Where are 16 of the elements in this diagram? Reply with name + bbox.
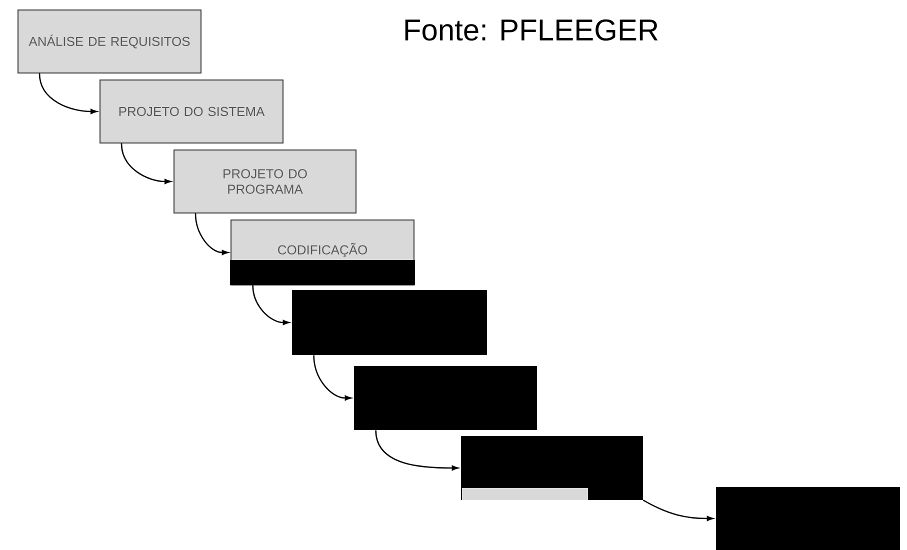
arrow [375,430,458,471]
arrow [642,500,714,522]
process-box: PROJETO DO PROGRAMA [174,150,356,214]
process-box: PROJETO DO SISTEMA [100,80,284,144]
process-box [716,487,900,550]
process-box [461,436,643,500]
process-box [292,290,487,355]
arrow [252,285,290,326]
arrow [120,143,172,184]
process-box [354,366,537,430]
arrow [313,355,352,401]
arrow [194,213,228,256]
title: Fonte: PFLEEGER [405,19,658,41]
arrow [38,73,98,114]
process-box: ANÁLISE DE REQUISITOS [18,10,202,74]
process-box: CODIFICAÇÃO [230,220,415,286]
